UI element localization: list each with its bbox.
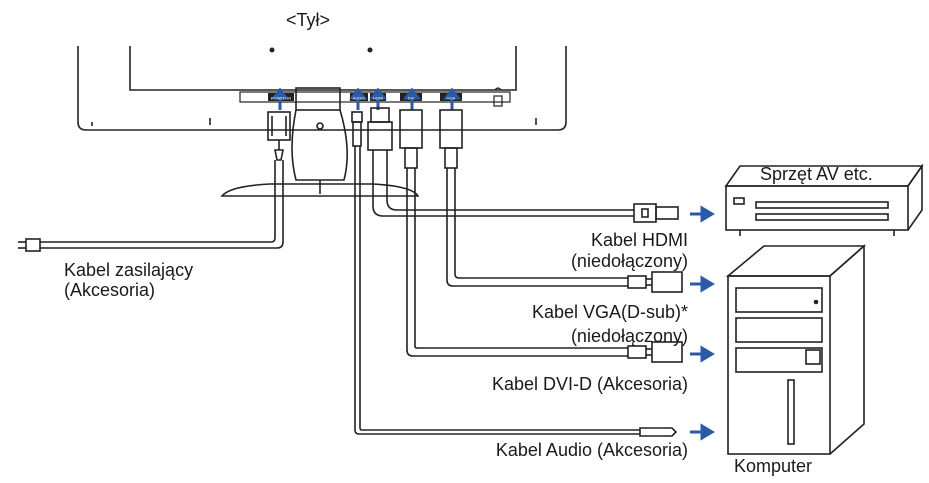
power-cable-note: (Akcesoria): [64, 280, 156, 300]
dvi-cable: [399, 109, 683, 363]
av-device-label: Sprzęt AV etc.: [760, 164, 873, 184]
power-cable-label: Kabel zasilający: [64, 260, 194, 280]
vga-cable-note: (niedołączony): [570, 326, 688, 346]
screw-hole: [269, 47, 275, 53]
port-label: HDMI: [373, 96, 383, 101]
power-cable: [18, 111, 291, 252]
port-label: POWER IN: [271, 96, 291, 101]
computer-label: Komputer: [734, 456, 813, 476]
hdmi-cable-label: Kabel HDMI: [590, 230, 688, 250]
port-label: VGA: [447, 96, 456, 101]
monitor-rear: [77, 46, 567, 131]
audio-cable: [351, 111, 678, 437]
page-title: <Tył>: [286, 10, 331, 30]
vga-cable: [439, 109, 683, 293]
port-label: DVI: [408, 96, 415, 101]
port-arrows: [271, 87, 461, 110]
screw-hole: [367, 47, 373, 53]
device-arrows: [690, 205, 715, 441]
vga-cable-label: Kabel VGA(D-sub)*: [531, 302, 688, 322]
audio-cable-label: Kabel Audio (Akcesoria): [495, 440, 688, 460]
monitor-stand: [220, 87, 420, 197]
computer-tower: [725, 244, 867, 455]
dvi-cable-label: Kabel DVI-D (Akcesoria): [491, 374, 688, 394]
av-device: [724, 163, 924, 236]
hdmi-cable: [367, 107, 679, 223]
hdmi-cable-note: (niedołączony): [570, 251, 688, 271]
port-label: AUDIO: [353, 96, 366, 101]
